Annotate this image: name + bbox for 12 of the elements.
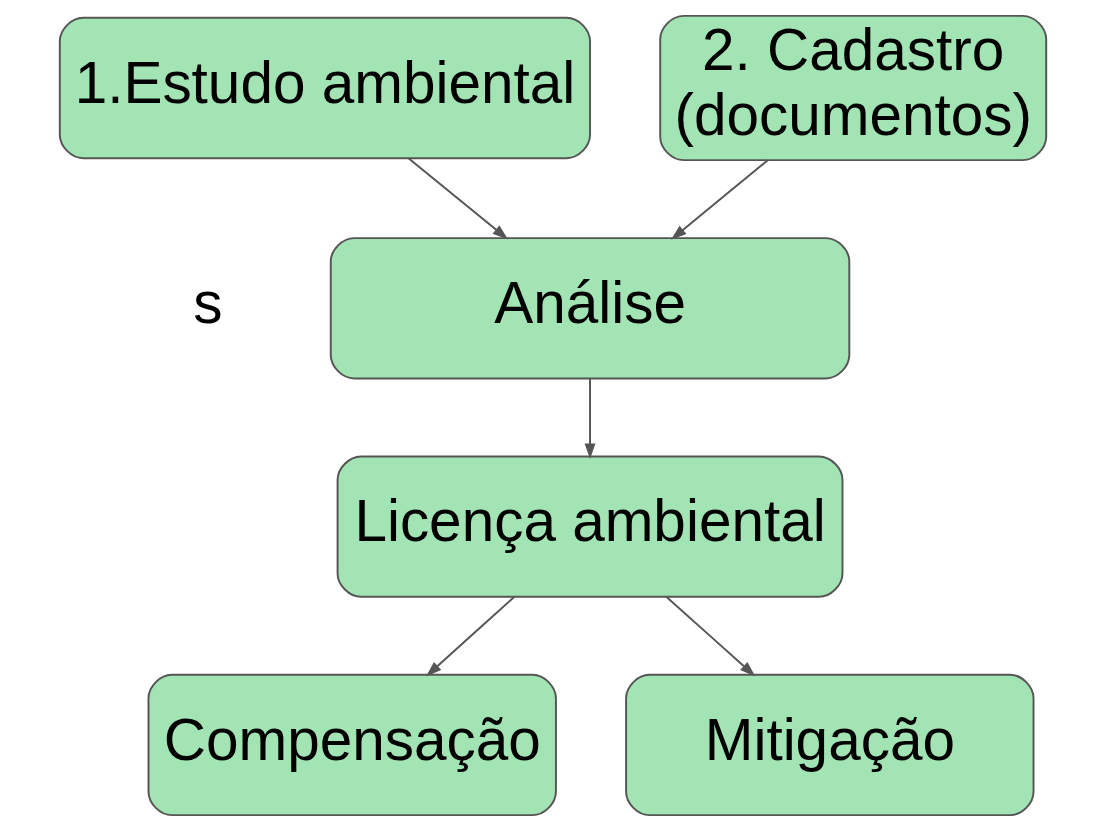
label: s — [193, 269, 223, 335]
arrow — [665, 596, 756, 677]
arrow — [407, 157, 509, 240]
node-box: 1.Estudo ambiental — [58, 16, 591, 160]
node-box: Licença ambiental — [336, 455, 844, 598]
node-box: 2. Cadastro (documentos) — [659, 14, 1048, 162]
node-box: Análise — [329, 237, 851, 380]
node-box: Mitigação — [625, 673, 1035, 817]
arrow — [671, 159, 769, 240]
node-box: Compensação — [147, 673, 557, 817]
arrow — [584, 377, 596, 460]
arrow — [426, 596, 516, 677]
